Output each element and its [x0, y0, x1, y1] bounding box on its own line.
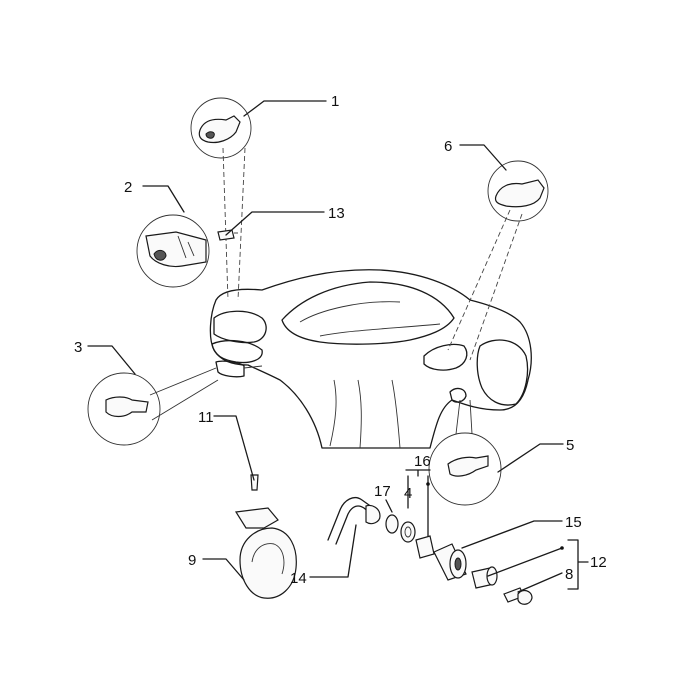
callout-numbers: 1 2 3 4 5 6 8 9 11 12 13 14 15 16 17 [74, 93, 607, 587]
callout-11: 11 [198, 409, 214, 426]
part-14-pipe [327, 496, 381, 545]
callout-12: 12 [590, 554, 607, 571]
part-13-screw [217, 229, 238, 241]
callout-8: 8 [565, 566, 573, 583]
part-2-balloon [136, 214, 210, 288]
part-4-washer [400, 521, 416, 543]
callout-13: 13 [328, 205, 345, 222]
callout-1: 1 [331, 93, 339, 110]
callout-15: 15 [565, 514, 582, 531]
part-6-balloon [487, 160, 549, 222]
callout-6: 6 [444, 138, 452, 155]
part-15-lock-housing [433, 543, 467, 581]
part-16-bushing [415, 535, 435, 559]
part-11-screw [250, 474, 259, 491]
part-12-lock-cylinder [471, 566, 498, 589]
callout-3: 3 [74, 339, 82, 356]
callout-5: 5 [566, 437, 574, 454]
part-9-horn [234, 507, 297, 599]
part-1-balloon [190, 97, 252, 159]
leader-dashes [222, 147, 523, 361]
callout-2: 2 [124, 179, 132, 196]
callout-16: 16 [414, 453, 431, 470]
part-5-balloon [428, 399, 502, 506]
part-3-balloon [87, 367, 219, 446]
callout-9: 9 [188, 552, 196, 569]
handlebar-cover [209, 269, 532, 449]
callout-4: 4 [404, 485, 412, 502]
callout-17: 17 [374, 483, 391, 500]
callout-leaders [87, 100, 589, 593]
part-17-washer [385, 514, 399, 534]
part-8-key [503, 587, 533, 605]
callout-14: 14 [290, 570, 307, 587]
